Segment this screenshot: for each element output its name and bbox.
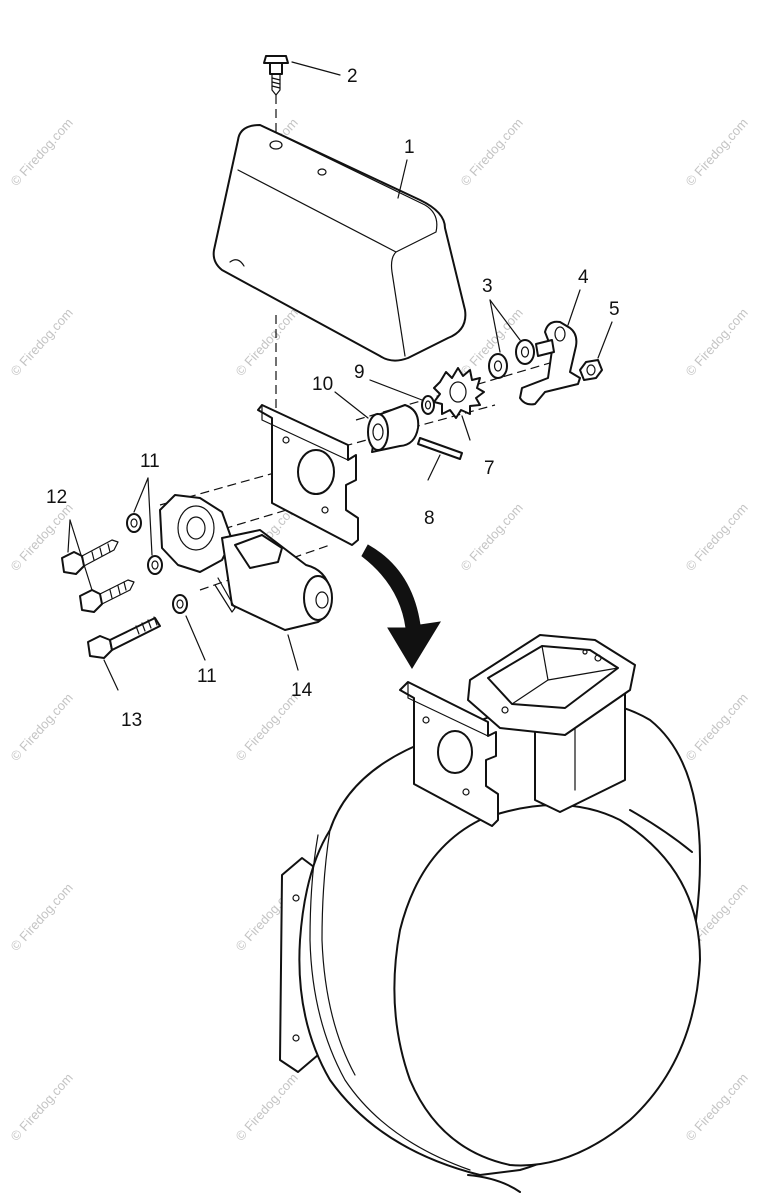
direction-arrow xyxy=(361,544,441,669)
gear-part-7 xyxy=(433,367,485,419)
callout-11-top: 11 xyxy=(140,451,160,472)
callout-14: 14 xyxy=(291,680,313,701)
callout-12: 12 xyxy=(46,487,67,508)
cover-part-1 xyxy=(212,124,467,362)
callout-13: 13 xyxy=(121,710,142,731)
leader-lines xyxy=(67,61,613,691)
callout-8: 8 xyxy=(424,508,435,529)
callout-9: 9 xyxy=(354,362,365,383)
washers-part-3 xyxy=(488,339,535,379)
callout-2: 2 xyxy=(347,66,358,87)
watermark-text: © Firedog.com xyxy=(682,500,750,574)
callout-7: 7 xyxy=(484,458,495,479)
watermark-text: © Firedog.com xyxy=(682,1070,750,1144)
watermark-text: © Firedog.com xyxy=(682,690,750,764)
watermark-text: © Firedog.com xyxy=(457,500,525,574)
washers-part-11 xyxy=(126,513,188,614)
screw-part-2 xyxy=(263,55,289,96)
crank-arm-part-4 xyxy=(519,320,581,406)
watermark-text: © Firedog.com xyxy=(682,115,750,189)
callout-3: 3 xyxy=(482,276,493,297)
watermark-text: © Firedog.com xyxy=(7,690,75,764)
watermark-text: © Firedog.com xyxy=(232,690,300,764)
nut-part-5 xyxy=(579,359,603,381)
watermark-text: © Firedog.com xyxy=(232,305,300,379)
callout-11-bottom: 11 xyxy=(197,666,217,687)
bolt-part-13 xyxy=(87,616,161,659)
blower-housing xyxy=(279,634,701,1193)
callout-5: 5 xyxy=(609,299,620,320)
screws-part-12 xyxy=(61,539,135,613)
callout-4: 4 xyxy=(578,267,589,288)
pin-part-8 xyxy=(417,437,463,460)
watermark-text: © Firedog.com xyxy=(7,1070,75,1144)
callout-labels: 2 1 3 4 5 9 10 7 8 11 12 11 14 13 xyxy=(46,66,620,731)
callout-10: 10 xyxy=(312,374,333,395)
watermark-text: © Firedog.com xyxy=(7,880,75,954)
watermark-text: © Firedog.com xyxy=(457,115,525,189)
watermark-text: © Firedog.com xyxy=(7,115,75,189)
motor-part-14 xyxy=(159,494,333,631)
watermark-text: © Firedog.com xyxy=(232,1070,300,1144)
washer-part-9 xyxy=(421,395,435,415)
bushing-part-10 xyxy=(367,404,420,453)
watermark-text: © Firedog.com xyxy=(682,305,750,379)
callout-1: 1 xyxy=(404,137,415,158)
watermark-text: © Firedog.com xyxy=(7,305,75,379)
motor-bracket xyxy=(257,404,359,546)
